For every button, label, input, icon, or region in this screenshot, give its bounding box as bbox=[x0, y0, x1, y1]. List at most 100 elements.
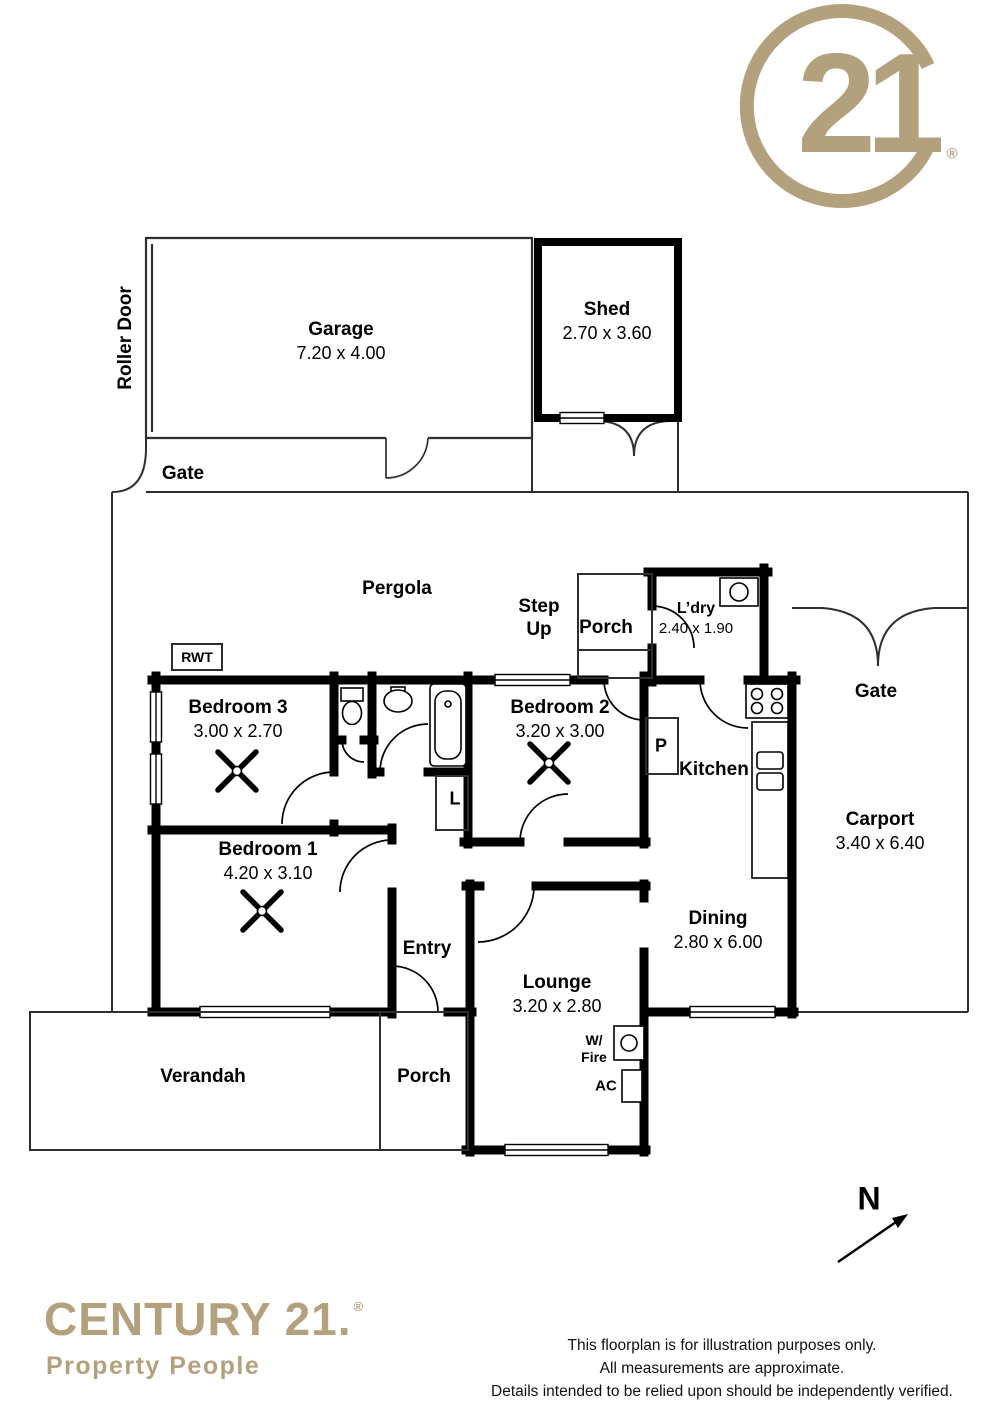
carport-dims: 3.40 x 6.40 bbox=[835, 833, 925, 853]
kitchen-door-arc bbox=[699, 679, 749, 729]
lounge-label: Lounge 3.20 x 2.80 bbox=[512, 970, 601, 1018]
toilet-icon bbox=[340, 687, 364, 726]
shed-gate-arc-right bbox=[633, 420, 669, 457]
basin-icon bbox=[383, 686, 413, 713]
ceiling-fan-bedroom2 bbox=[527, 741, 571, 785]
pantry-outline bbox=[645, 717, 679, 775]
dining-name: Dining bbox=[688, 908, 748, 929]
ceiling-fans bbox=[215, 741, 571, 933]
shed-label: Shed 2.70 x 3.60 bbox=[562, 297, 651, 345]
bedroom2-label: Bedroom 2 3.20 x 3.00 bbox=[510, 695, 609, 743]
bedroom1-name: Bedroom 1 bbox=[218, 839, 318, 860]
bedroom2-name: Bedroom 2 bbox=[510, 697, 610, 718]
century21-wordmark: CENTURY 21.® bbox=[44, 1296, 364, 1342]
bedroom3-name: Bedroom 3 bbox=[188, 697, 288, 718]
entry-door-arc bbox=[391, 965, 439, 1013]
bedroom2-dims: 3.20 x 3.00 bbox=[515, 721, 605, 741]
linen-label: L bbox=[449, 788, 461, 809]
carport-gate-arc-right bbox=[877, 607, 935, 667]
carport-gate-arc-left bbox=[821, 607, 879, 667]
century21-wordmark-text: CENTURY 21. bbox=[44, 1293, 352, 1345]
bedroom1-door-arc bbox=[339, 839, 393, 893]
pantry-label: P bbox=[654, 735, 668, 756]
step-up-line1: Step bbox=[518, 596, 560, 617]
north-arrow bbox=[837, 1214, 908, 1263]
lounge-dims: 3.20 x 2.80 bbox=[512, 996, 602, 1016]
shed-dims: 2.70 x 3.60 bbox=[562, 323, 652, 343]
dining-dims: 2.80 x 6.00 bbox=[673, 932, 763, 952]
bedroom3-dims: 3.00 x 2.70 bbox=[193, 721, 283, 741]
garage-label: Garage 7.20 x 4.00 bbox=[296, 317, 385, 365]
disclaimer-line2: All measurements are approximate. bbox=[599, 1360, 845, 1377]
bedroom2-door-arc bbox=[519, 793, 569, 843]
laundry-dims: 2.40 x 1.90 bbox=[658, 620, 734, 637]
gate-right-label: Gate bbox=[854, 681, 898, 702]
dining-window bbox=[689, 1005, 776, 1019]
bedroom3-door-arc bbox=[281, 771, 335, 825]
disclaimer-text: This floorplan is for illustration purpo… bbox=[458, 1334, 986, 1403]
laundry-trough-icon bbox=[719, 577, 759, 607]
carport-name: Carport bbox=[845, 809, 915, 830]
shed-window bbox=[559, 411, 605, 425]
disclaimer-line1: This floorplan is for illustration purpo… bbox=[567, 1337, 877, 1354]
gate-left-arc bbox=[111, 447, 147, 493]
entry-label: Entry bbox=[402, 938, 452, 959]
ac-unit-icon bbox=[621, 1069, 643, 1103]
ceiling-fan-bedroom3 bbox=[215, 749, 259, 793]
lounge-name: Lounge bbox=[522, 972, 592, 993]
bedroom2-window bbox=[494, 673, 571, 687]
bedroom1-dims: 4.20 x 3.10 bbox=[223, 863, 313, 883]
bedroom3-window-2 bbox=[149, 753, 163, 805]
kitchen-counter bbox=[751, 721, 789, 879]
c21-logo-ring bbox=[739, 4, 935, 208]
pergola-label: Pergola bbox=[362, 578, 432, 599]
fixtures bbox=[340, 577, 789, 1103]
kitchen-label: Kitchen bbox=[679, 759, 749, 780]
c21-logo-registered-mark: ® bbox=[946, 145, 958, 163]
garage-name: Garage bbox=[308, 319, 374, 340]
wc-door-arc bbox=[341, 739, 365, 763]
shed-name: Shed bbox=[583, 299, 631, 320]
c21-logo-numeral: 21 bbox=[797, 24, 945, 183]
disclaimer-line3: Details intended to be relied upon shoul… bbox=[491, 1383, 953, 1400]
yard-boundary-lines bbox=[111, 420, 969, 1013]
brand-tagline: Property People bbox=[46, 1352, 261, 1380]
porch-door-arc bbox=[603, 679, 645, 721]
wordmark-registered-mark: ® bbox=[353, 1299, 365, 1314]
laundry-label: L’dry 2.40 x 1.90 bbox=[659, 598, 733, 638]
carport-label: Carport 3.40 x 6.40 bbox=[835, 807, 924, 855]
lounge-door-arc bbox=[477, 885, 535, 943]
roller-door-label: Roller Door bbox=[115, 286, 136, 390]
bathroom-door-arc bbox=[379, 723, 429, 773]
windows bbox=[149, 411, 776, 1157]
bedroom3-label: Bedroom 3 3.00 x 2.70 bbox=[188, 695, 287, 743]
linen-closet-outline bbox=[435, 775, 469, 831]
wood-fire-line1: W/ bbox=[585, 1032, 603, 1048]
ac-label: AC bbox=[595, 1077, 617, 1095]
bedroom1-label: Bedroom 1 4.20 x 3.10 bbox=[218, 837, 317, 885]
thin-structures bbox=[29, 573, 679, 1151]
verandah-label: Verandah bbox=[160, 1066, 246, 1087]
gate-left-label: Gate bbox=[161, 463, 205, 484]
step-up-label: Step Up bbox=[518, 595, 559, 641]
porch-upper-outline bbox=[577, 573, 653, 679]
door-swing-arcs bbox=[281, 605, 749, 1013]
rwt-label: RWT bbox=[181, 649, 213, 665]
fireplace-icon bbox=[613, 1025, 645, 1061]
laundry-name: L’dry bbox=[676, 600, 716, 617]
kitchen-sink-icon bbox=[756, 751, 784, 770]
rwt-box bbox=[171, 643, 223, 671]
compass-north-label: N bbox=[857, 1180, 881, 1217]
bathtub-icon bbox=[429, 683, 467, 767]
shed-gate-arc-left bbox=[599, 420, 635, 457]
laundry-door-arc bbox=[651, 605, 695, 649]
garage-outline bbox=[144, 236, 534, 479]
porch-lower-label: Porch bbox=[397, 1066, 451, 1087]
dining-label: Dining 2.80 x 6.00 bbox=[673, 906, 762, 954]
lounge-window bbox=[504, 1143, 609, 1157]
step-up-line2: Up bbox=[526, 619, 552, 640]
wood-fire-line2: Fire bbox=[581, 1049, 607, 1065]
porch-upper-label: Porch bbox=[579, 617, 633, 638]
